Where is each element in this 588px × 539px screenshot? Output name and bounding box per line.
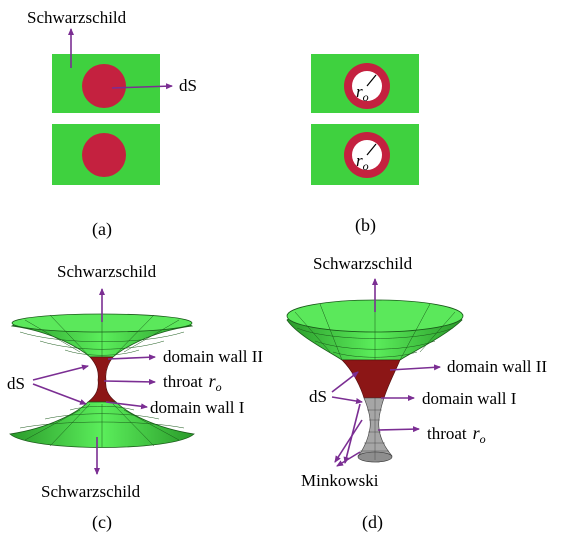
- panel-d-minkowski-mesh: [360, 398, 389, 460]
- panel-c-domain-wall-1-label: domain wall I: [150, 398, 245, 417]
- panel-d-ds-arrow-upper: [331, 371, 359, 393]
- panel-b-top-radius-line: [366, 74, 377, 87]
- panel-a-ds-arrow: [111, 83, 173, 90]
- panel-d-top-label: Schwarzschild: [313, 254, 413, 273]
- panel-c-throat-arrow: [103, 378, 156, 385]
- panel-a-ds-label: dS: [179, 76, 197, 95]
- panel-d-ds-band: [341, 359, 401, 399]
- panel-b-bottom-radius-symbol: ro: [356, 151, 369, 173]
- panel-d-ds-arrow-lower: [331, 396, 363, 404]
- panel-d: Schwarzschild domain wall II domain wall…: [286, 254, 547, 533]
- panel-d-minkowski-arrow-3: [336, 451, 361, 467]
- panel-d-domain-wall-1-label: domain wall I: [422, 389, 517, 408]
- panel-c-surface: [9, 313, 195, 448]
- panel-d-surface: [286, 299, 464, 463]
- panel-a-caption: (a): [92, 219, 112, 240]
- panel-c-ds-neck: [87, 356, 117, 403]
- panel-c-ds-arrow-upper: [32, 364, 89, 381]
- panel-b-top-radius-symbol: ro: [356, 82, 369, 104]
- panel-b-bottom-radius-line: [366, 143, 377, 156]
- panel-c-domain-wall-2-label: domain wall II: [163, 347, 263, 366]
- panel-d-domain-wall-2-label: domain wall II: [447, 357, 547, 376]
- panel-a-top-ds-disk: [82, 64, 126, 108]
- panel-c-ds-arrow-lower: [32, 383, 87, 405]
- panel-c-bottom-label: Schwarzschild: [41, 482, 141, 501]
- panel-b-caption: (b): [355, 215, 376, 236]
- panel-a-schwarzschild-label: Schwarzschild: [27, 8, 127, 27]
- panel-c-domain-wall-1-arrow: [105, 401, 148, 410]
- panel-d-domain-wall-2-arrow: [389, 364, 441, 371]
- panel-c-mesh-lines: [19, 314, 185, 447]
- panel-d-minkowski-arrow-2: [334, 419, 363, 463]
- panel-c-domain-wall-2-arrow: [107, 354, 156, 361]
- panel-c-top-label: Schwarzschild: [57, 262, 157, 281]
- panel-a-bottom-ds-disk: [82, 133, 126, 177]
- panel-a: Schwarzschild dS (a): [27, 8, 197, 240]
- panel-c-ds-label: dS: [7, 374, 25, 393]
- panel-d-throat-arrow: [377, 426, 420, 433]
- panel-d-ds-label: dS: [309, 387, 327, 406]
- panel-d-minkowski-label: Minkowski: [301, 471, 379, 490]
- panel-c-caption: (c): [92, 512, 112, 533]
- panel-d-caption: (d): [362, 512, 383, 533]
- panel-b: ro ro (b): [311, 54, 419, 236]
